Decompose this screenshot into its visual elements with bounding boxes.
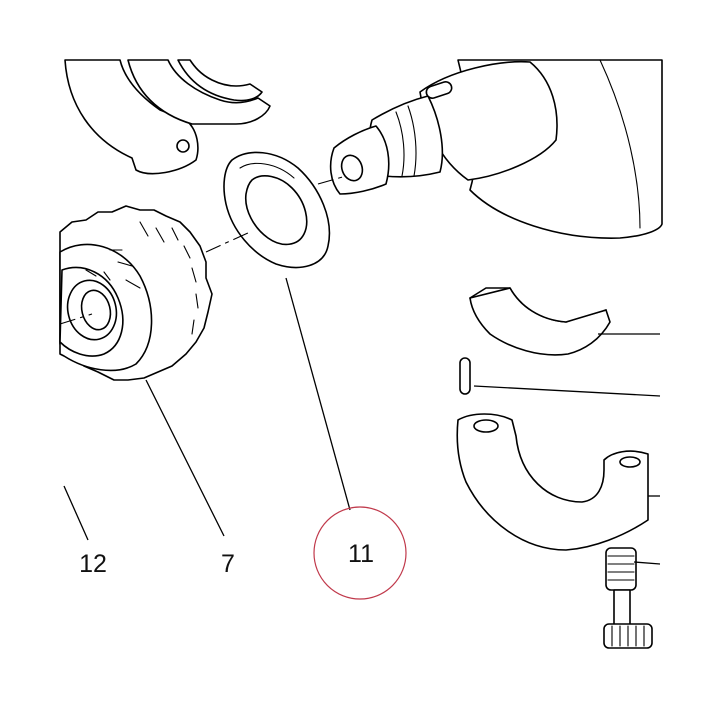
leader-11 (285, 277, 351, 511)
timing-gear (59, 205, 213, 381)
lower-bearing-shell (469, 287, 660, 356)
upper-bearing-shell (64, 59, 271, 175)
main-bearing-cap (456, 413, 660, 551)
leader-12 (63, 485, 89, 541)
callout-11: 11 (348, 540, 374, 568)
callout-7: 7 (221, 550, 235, 578)
callout-12: 12 (79, 550, 107, 578)
callout-highlight-circle (313, 506, 407, 600)
cap-bolt (603, 547, 661, 649)
crankshaft (317, 59, 663, 239)
thrust-washer (205, 151, 331, 269)
dowel-pin (459, 357, 661, 397)
leader-7 (145, 379, 225, 537)
